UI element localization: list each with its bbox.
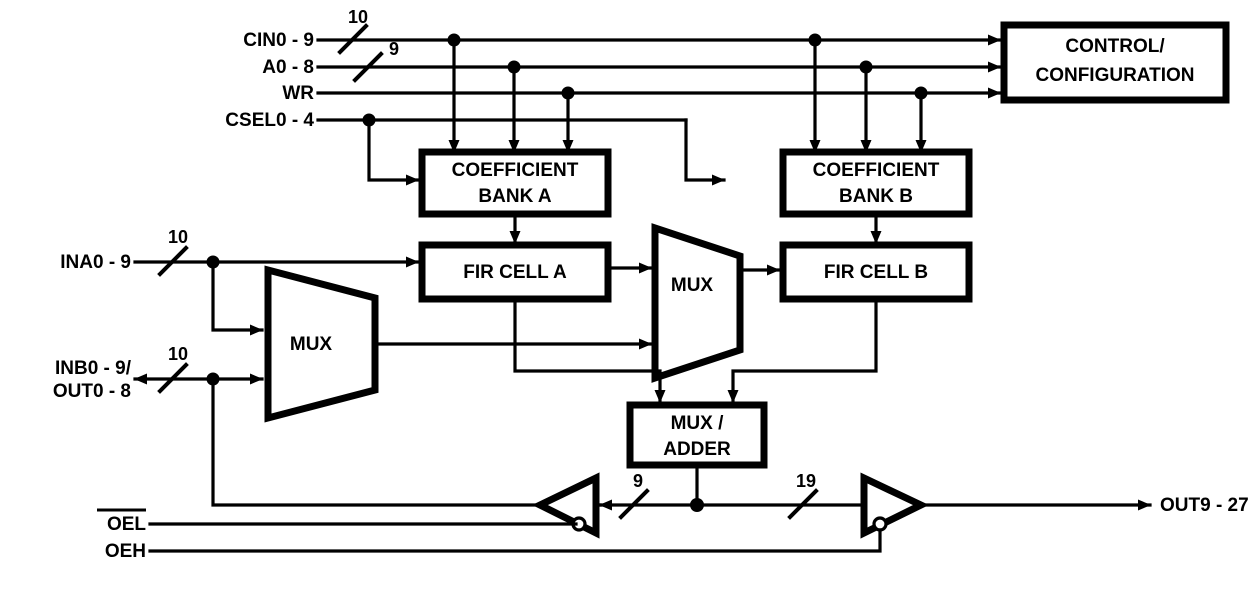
input-label-inb: INB0 - 9/ [55,358,132,379]
wire-csel-to-bank-a [367,118,420,186]
wire-oeh [148,528,882,553]
block-label-bank-a-line1: COEFFICIENT [452,160,579,181]
block-label-fir-a: FIR CELL A [463,262,567,283]
mux-left [264,265,379,423]
block-label-bank-b-line1: COEFFICIENT [813,160,940,181]
mux-middle [651,223,744,383]
block-label-mux-adder-line1: MUX / [671,413,725,434]
wire-fir-a-bottom-to-mux-adder [513,297,666,404]
block-label-control-line1: CONTROL/ [1065,36,1165,57]
block-coefficient-bank-a [418,148,612,218]
bus-width-cin: 10 [348,7,368,27]
block-label-mux-adder-line2: ADDER [663,439,731,460]
wire-inb-bus [133,373,602,507]
input-label-cin: CIN0 - 9 [243,30,314,51]
wire-csel-bus [316,118,726,186]
input-label-csel: CSEL0 - 4 [225,110,314,131]
bus-width-ina: 10 [168,227,188,247]
output-label-out: OUT9 - 27 [1160,495,1249,516]
bus-width-inb: 10 [168,344,188,364]
input-label-out0-8: OUT0 - 8 [53,381,131,402]
block-coefficient-bank-b [779,148,973,218]
input-label-ina: INA0 - 9 [60,252,131,273]
bus-width-high: 19 [796,471,816,491]
block-fir-cell-a [418,241,612,303]
block-label-fir-b: FIR CELL B [824,262,928,283]
bus-slash-marks [157,23,819,520]
mux-label-left: MUX [290,334,333,355]
block-label-bank-b-line2: BANK B [839,186,913,207]
block-control-configuration [1000,21,1230,104]
input-label-a: A0 - 8 [262,57,314,78]
input-label-oeh: OEH [105,541,146,562]
junction-dots-left [206,255,220,386]
junction-dots [362,33,928,127]
input-label-wr: WR [282,83,314,104]
inverting-bubble-oeh [872,516,888,532]
block-label-bank-a-line2: BANK A [478,186,551,207]
bus-width-low: 9 [633,471,643,491]
bus-width-a: 9 [389,39,399,59]
wire-ina-bus [133,256,420,336]
mux-label-middle: MUX [671,275,714,296]
wire-fir-b-to-mux-adder [727,297,878,404]
block-label-control-line2: CONFIGURATION [1035,65,1194,86]
input-label-oel: OEL [107,514,146,535]
junction-dot-output [690,498,704,512]
